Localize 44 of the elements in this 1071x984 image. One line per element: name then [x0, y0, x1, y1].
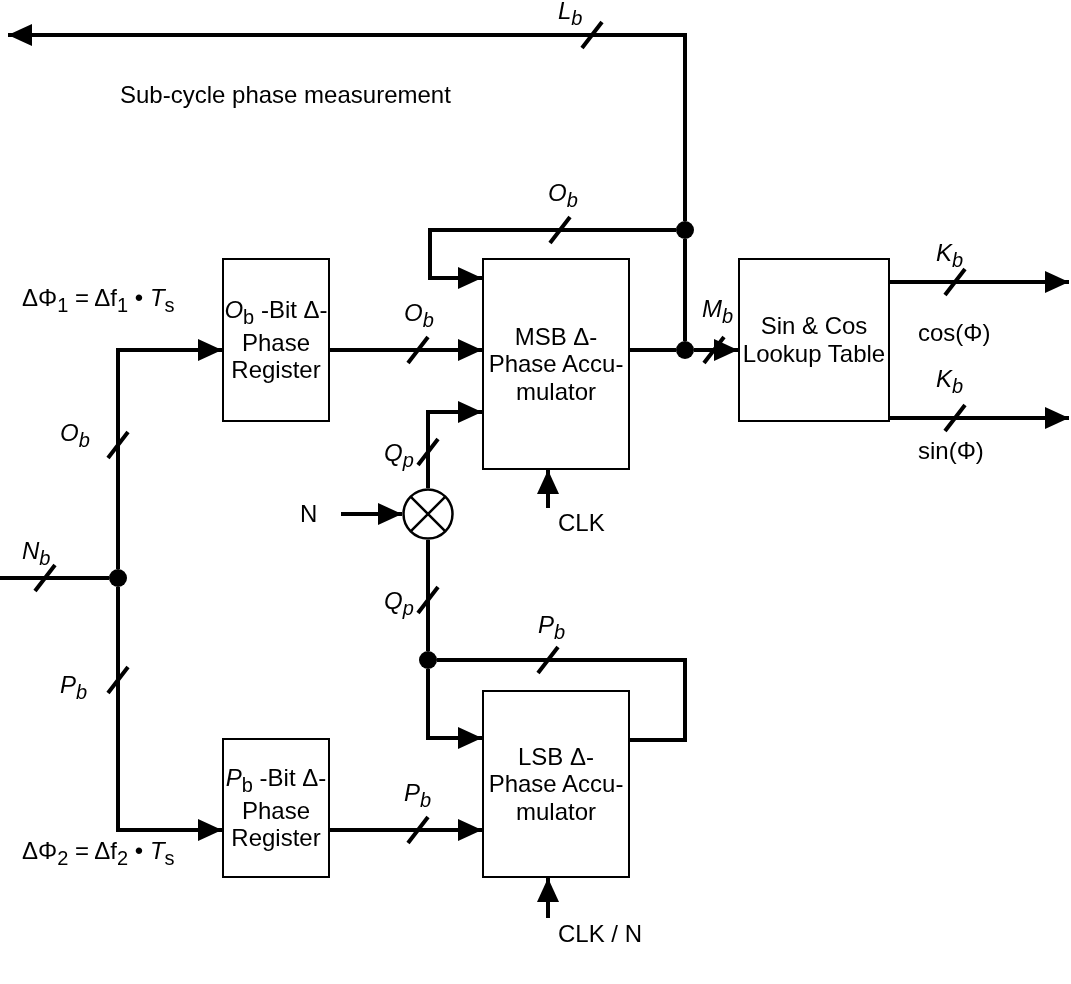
bus-arrow: [416, 401, 484, 490]
bus-arrow: [428, 215, 678, 289]
bus-width-label: Q$_{p}$: [384, 440, 414, 471]
signal-arrow: [537, 470, 559, 508]
formula-label: sin(Φ): [918, 438, 984, 465]
junction-dot: [676, 341, 694, 359]
lookup-table-block: Sin & Cos Lookup Table: [738, 258, 890, 422]
bus-arrow: [435, 645, 687, 742]
junction-dot: [419, 651, 437, 669]
bus-width-label: P$_{b}$: [538, 612, 566, 643]
bus-width-label: O$_{b}$: [60, 420, 90, 451]
bus-width-label: P$_{b}$: [404, 780, 432, 811]
bus-width-label: P$_{b}$: [60, 672, 88, 703]
bus-width-label: K$_{b}$: [936, 240, 964, 271]
signal-label: N: [300, 498, 341, 530]
multiplier-symbol: [402, 488, 454, 540]
bus-width-label: O$_{b}$: [404, 300, 434, 331]
register-block: P$_{b}$ -Bit Δ-Phase Register: [222, 738, 330, 878]
junction-dot: [676, 221, 694, 239]
bus-arrow: [416, 538, 440, 653]
bus-width-label: M$_{b}$: [702, 296, 734, 327]
formula-label: ΔΦ$_{1}$ = Δf$_{1}$ • T$_{s}$: [22, 285, 175, 316]
formula-label: cos(Φ): [918, 320, 991, 347]
signal-arrow: [341, 503, 402, 525]
signal-arrow: [537, 878, 559, 918]
bus-arrow: [106, 339, 224, 571]
bus-arrow: [0, 563, 111, 593]
bus-arrow: [106, 585, 224, 841]
junction-dot: [109, 569, 127, 587]
accumulator-block: LSB Δ-Phase Accu- mulator: [482, 690, 630, 878]
clock-label: CLK / N: [540, 918, 660, 950]
output-note: Sub-cycle phase measurement: [120, 82, 451, 109]
bus-width-label: K$_{b}$: [936, 366, 964, 397]
bus-width-label: L$_{b}$: [558, 0, 583, 29]
clock-label: CLK: [540, 508, 620, 538]
accumulator-block: MSB Δ-Phase Accu- mulator: [482, 258, 630, 470]
bus-width-label: N$_{b}$: [22, 538, 51, 569]
bus-width-label: O$_{b}$: [548, 180, 578, 211]
formula-label: ΔΦ$_{2}$ = Δf$_{2}$ • T$_{s}$: [22, 838, 175, 869]
signal-arrow: [426, 669, 482, 749]
bus-arrow: [6, 20, 687, 223]
bus-arrow: [692, 335, 740, 365]
register-block: O$_{b}$ -Bit Δ-Phase Register: [222, 258, 330, 422]
bus-width-label: Q$_{p}$: [384, 588, 414, 619]
